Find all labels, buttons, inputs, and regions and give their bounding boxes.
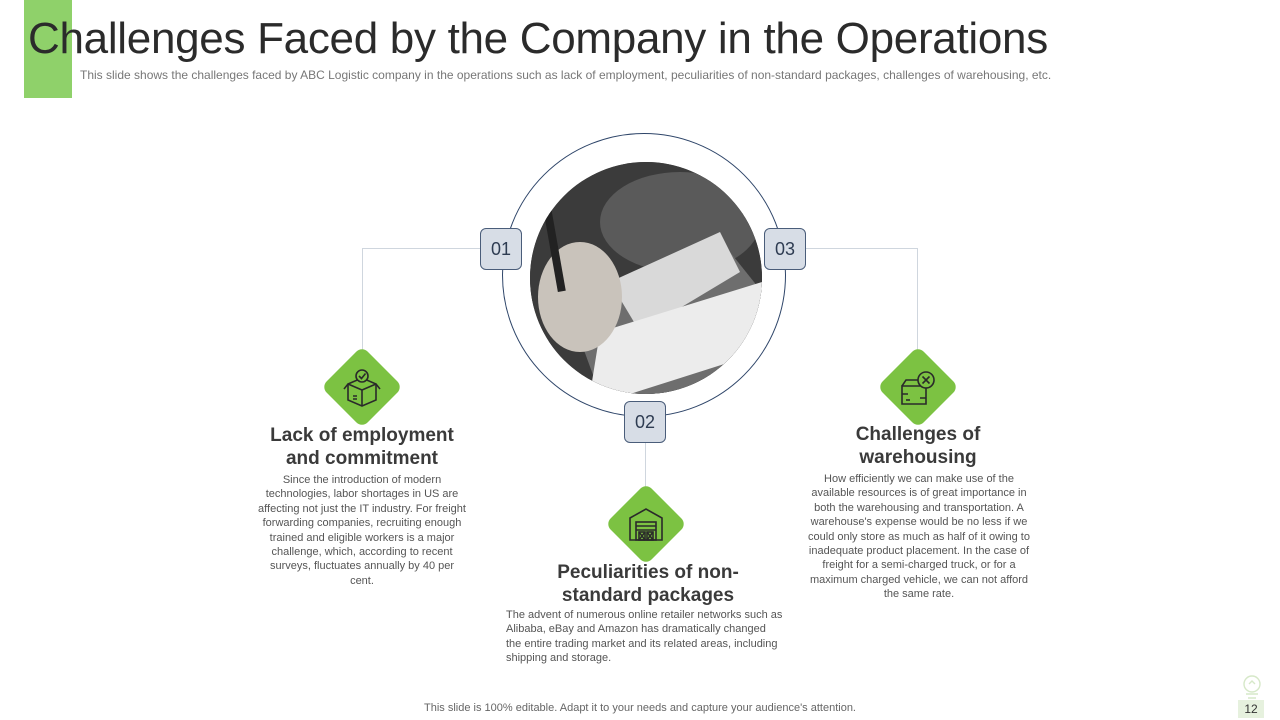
- item-02-title-line2: standard packages: [561, 585, 735, 606]
- item-03-title-line1: Challenges of: [855, 424, 981, 445]
- item-01-title-line1: Lack of employment: [270, 425, 454, 446]
- slide-title: Challenges Faced by the Company in the O…: [28, 14, 1048, 63]
- box-check-icon: [340, 366, 384, 410]
- title-accent-bar: [24, 0, 72, 98]
- slide-subtitle: This slide shows the challenges faced by…: [80, 68, 1052, 82]
- number-badge-02: 02: [624, 401, 666, 443]
- connector-line-01-vertical: [362, 248, 363, 350]
- item-02-description: The advent of numerous online retailer n…: [506, 609, 783, 665]
- warehouse-icon: [624, 502, 668, 546]
- page-number: 12: [1238, 700, 1264, 718]
- brand-logo-icon: [1238, 672, 1266, 700]
- item-01-description: Since the introduction of modern technol…: [258, 474, 466, 587]
- package-cross-icon: [896, 366, 940, 410]
- connector-line-01-horizontal: [362, 248, 480, 249]
- item-03-title-line2: warehousing: [859, 447, 977, 468]
- footer-note: This slide is 100% editable. Adapt it to…: [424, 702, 856, 714]
- central-photo: [530, 162, 762, 394]
- item-03-title: Challenges of warehousing: [818, 423, 1018, 469]
- item-02-title: Peculiarities of non- standard packages: [528, 561, 768, 607]
- connector-line-03-vertical: [917, 248, 918, 350]
- photo-illustration: [530, 162, 762, 394]
- item-01-title-line2: and commitment: [285, 448, 439, 469]
- item-02-title-line1: Peculiarities of non-: [557, 562, 739, 583]
- item-01-title: Lack of employment and commitment: [250, 424, 474, 470]
- connector-line-03-horizontal: [806, 248, 918, 249]
- connector-line-02-vertical: [645, 443, 646, 489]
- number-badge-03: 03: [764, 228, 806, 270]
- number-badge-01: 01: [480, 228, 522, 270]
- item-03-description: How efficiently we can make use of the a…: [808, 473, 1030, 601]
